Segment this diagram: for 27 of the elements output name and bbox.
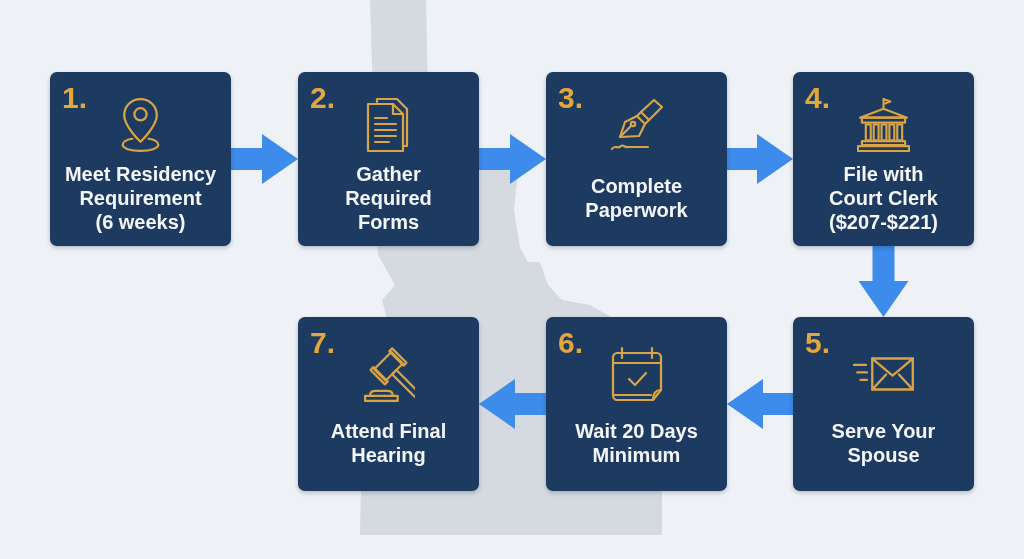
arrow bbox=[479, 134, 546, 184]
step-number: 1. bbox=[62, 82, 88, 114]
step-number: 6. bbox=[558, 327, 584, 359]
step-card bbox=[298, 72, 479, 246]
step-label: Meet Residency Requirement (6 weeks) bbox=[63, 162, 218, 234]
arrow bbox=[858, 246, 909, 317]
arrow bbox=[727, 134, 793, 184]
arrow bbox=[231, 134, 298, 184]
step-label: Gather Required Forms bbox=[344, 162, 433, 234]
arrow bbox=[727, 379, 793, 429]
step-number: 2. bbox=[310, 82, 336, 114]
step-number: 5. bbox=[805, 327, 831, 359]
step-card bbox=[50, 72, 231, 246]
step-number: 3. bbox=[558, 82, 584, 114]
step-card bbox=[793, 317, 974, 491]
step-card bbox=[793, 72, 974, 246]
step-label: Complete Paperwork bbox=[584, 174, 689, 222]
step-card bbox=[298, 317, 479, 491]
step-card bbox=[546, 317, 727, 491]
step-label: Wait 20 Days Minimum bbox=[574, 419, 699, 467]
arrow bbox=[479, 379, 546, 429]
step-label: Serve Your Spouse bbox=[830, 419, 937, 467]
step-label: File with Court Clerk ($207-$221) bbox=[828, 162, 939, 234]
step-label: Attend Final Hearing bbox=[329, 419, 448, 467]
step-number: 4. bbox=[805, 82, 831, 114]
step-number: 7. bbox=[310, 327, 336, 359]
step-card bbox=[546, 72, 727, 246]
